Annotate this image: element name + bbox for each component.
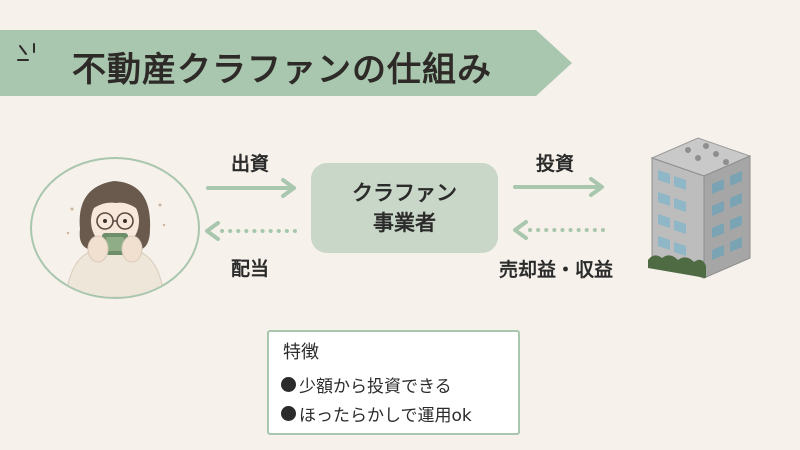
- features-title: 特徴: [283, 342, 319, 363]
- spark-lines-icon: [17, 43, 35, 61]
- profit-arrow-right: [513, 220, 606, 240]
- feature-item-1: 少額から投資できる: [281, 372, 452, 397]
- investor-illustration: [30, 157, 200, 299]
- flow-label-investment: 出資: [231, 153, 270, 175]
- bullet-dot-icon: [281, 406, 296, 421]
- flow-label-dividend: 配当: [231, 258, 270, 280]
- investment-arrow-right: [513, 177, 604, 197]
- title-banner: [0, 30, 572, 96]
- woman-with-money-icon: [65, 181, 166, 297]
- feature-text-1: 少額から投資できる: [299, 377, 452, 397]
- feature-item-2: ほったらかしで運用ok: [281, 401, 472, 426]
- page-title: 不動産クラファンの仕組み: [72, 50, 492, 90]
- flow-label-profit: 売却益・収益: [499, 259, 614, 281]
- operator-label-line2: 事業者: [373, 211, 436, 235]
- crowdfunding-operator-box: クラファン 事業者: [311, 163, 498, 253]
- features-box: 特徴 少額から投資できる ほったらかしで運用ok: [267, 330, 520, 435]
- building-icon: [648, 137, 752, 279]
- feature-text-2: ほったらかしで運用ok: [299, 406, 472, 426]
- flow-label-invest: 投資: [536, 153, 575, 175]
- dividend-arrow-left: [205, 221, 298, 241]
- investment-arrow-left: [206, 178, 296, 198]
- operator-label-line1: クラファン: [352, 181, 457, 205]
- bullet-dot-icon: [281, 377, 296, 392]
